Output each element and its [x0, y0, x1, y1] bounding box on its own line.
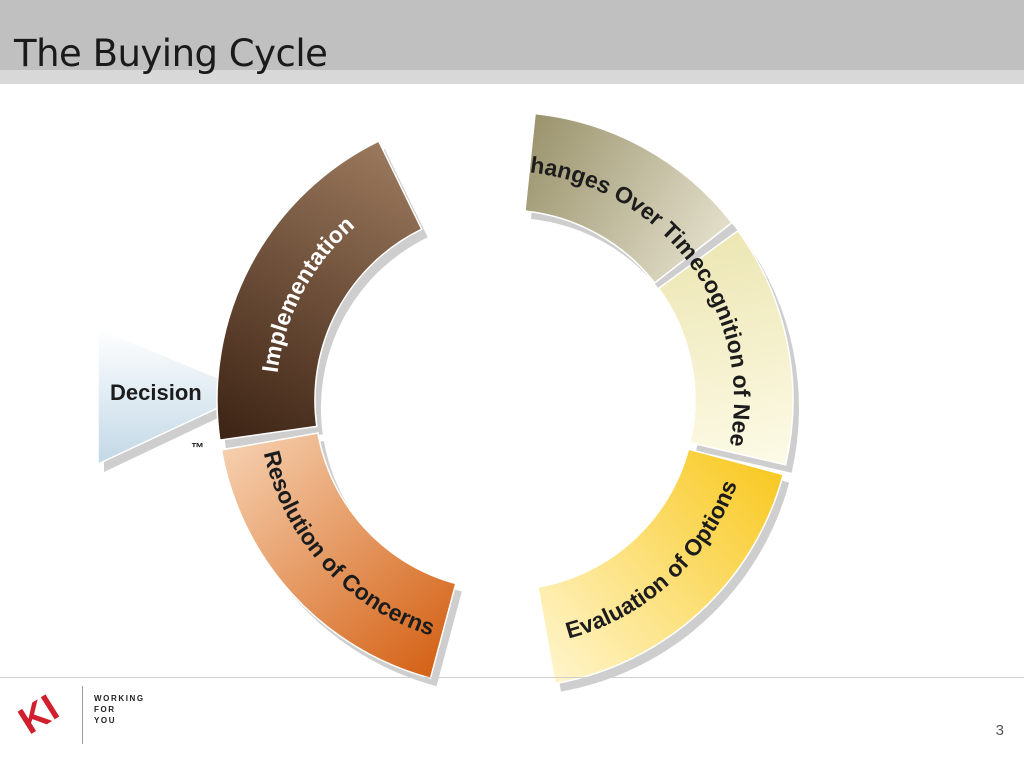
segment-resolution [220, 432, 457, 680]
decision-pointer: Decision ™ [97, 326, 260, 472]
page-number: 3 [995, 722, 1004, 739]
segment-implementation [216, 140, 423, 441]
cycle-segments [216, 112, 794, 685]
ki-logo: KI [12, 688, 66, 740]
tagline: WORKING FOR YOU [94, 693, 145, 726]
decision-label: Decision [110, 380, 202, 405]
segment-changes [524, 112, 733, 285]
footer-divider [0, 677, 1024, 678]
title-bar-fill [0, 0, 1024, 70]
tagline-line-2: FOR [94, 705, 116, 714]
tagline-line-3: YOU [94, 716, 117, 725]
segment-recognition [657, 229, 794, 466]
slide-title: The Buying Cycle [14, 32, 328, 75]
decision-shape [97, 326, 254, 466]
title-bar-strip [0, 70, 1024, 84]
segment-evaluation [537, 448, 785, 685]
tagline-line-1: WORKING [94, 694, 145, 703]
title-bar [0, 0, 1024, 84]
ki-logo-text: KI [12, 688, 66, 740]
logo-divider [82, 686, 83, 744]
trademark-symbol: ™ [191, 440, 204, 455]
